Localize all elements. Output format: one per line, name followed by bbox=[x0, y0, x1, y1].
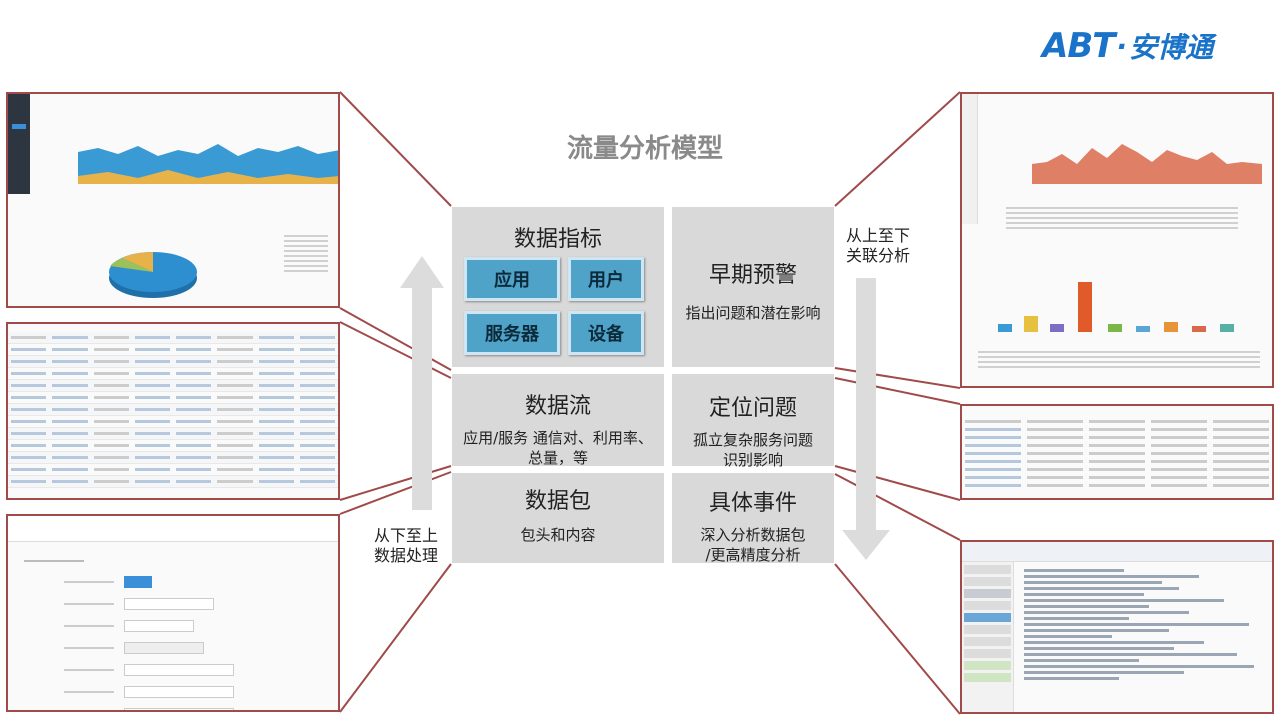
traffic-pie-chart bbox=[109, 252, 197, 298]
metrics-box: 数据指标 应用 用户 服务器 设备 bbox=[452, 207, 664, 367]
up-arrow bbox=[400, 256, 444, 510]
bar-chart-table bbox=[974, 348, 1264, 371]
packet-content bbox=[1018, 566, 1268, 683]
packet-detail-screenshot bbox=[960, 540, 1274, 714]
warning-bar-chart bbox=[998, 282, 1234, 332]
sidebar-active-item bbox=[12, 124, 26, 129]
dashboard-screenshot bbox=[6, 92, 340, 308]
down-arrow bbox=[842, 278, 890, 560]
packet-list bbox=[962, 562, 1014, 712]
sidebar bbox=[8, 94, 30, 194]
pie-legend bbox=[280, 232, 332, 275]
bottom-up-label: 从下至上 数据处理 bbox=[373, 526, 438, 565]
warning-table bbox=[1002, 204, 1242, 232]
company-logo: ABT · 安博通 bbox=[1042, 26, 1214, 66]
config-form-screenshot bbox=[6, 514, 340, 712]
locate-box: 定位问题 孤立复杂服务问题 识别影响 bbox=[672, 374, 834, 469]
traffic-area-chart bbox=[78, 144, 338, 184]
dataflow-box: 数据流 应用/服务 通信对、利用率、 总量，等 bbox=[452, 374, 664, 467]
right-sidebar bbox=[962, 94, 978, 224]
metric-server-button: 服务器 bbox=[464, 311, 560, 355]
event-box: 具体事件 深入分析数据包 /更高精度分析 bbox=[672, 473, 834, 564]
metric-device-button: 设备 bbox=[568, 311, 644, 355]
packet-toolbar bbox=[962, 542, 1272, 562]
warning-dashboard-screenshot bbox=[960, 92, 1274, 388]
metric-app-button: 应用 bbox=[464, 257, 560, 301]
top-down-label: 从上至下 关联分析 bbox=[845, 226, 910, 265]
page-title: 流量分析模型 bbox=[566, 134, 723, 164]
packet-box: 数据包 包头和内容 bbox=[452, 473, 664, 563]
form-tabs bbox=[8, 516, 338, 542]
locate-table-screenshot bbox=[960, 404, 1274, 500]
flow-table-screenshot bbox=[6, 322, 340, 500]
metric-user-button: 用户 bbox=[568, 257, 644, 301]
form-fields bbox=[24, 552, 324, 710]
warning-box: 早期预警 指出问题和潜在影响 bbox=[672, 207, 834, 367]
warning-area-chart bbox=[1032, 144, 1262, 184]
